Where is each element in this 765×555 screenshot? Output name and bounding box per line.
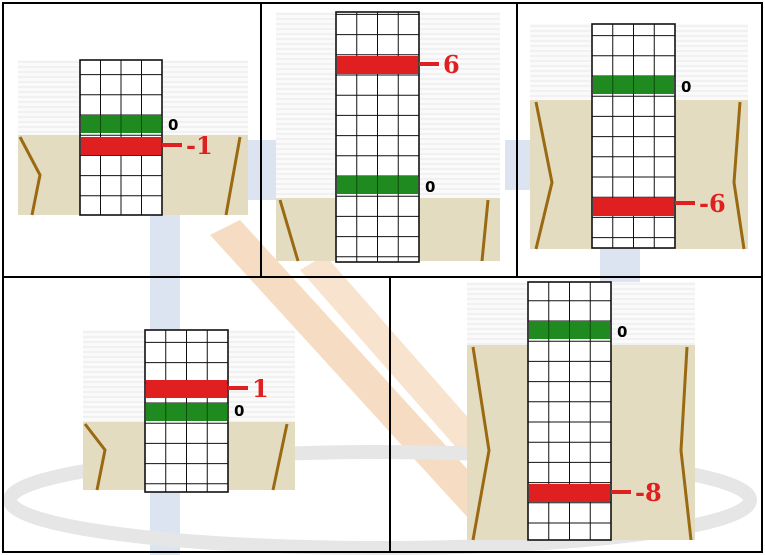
level-label: -8 (635, 478, 662, 507)
level-band (81, 137, 161, 155)
level-band (337, 56, 418, 74)
zero-label: 0 (234, 402, 244, 420)
panel-1: 0 -1 (18, 60, 248, 215)
level-label: -1 (186, 131, 213, 160)
level-label: -6 (699, 189, 726, 218)
zero-label: 0 (168, 116, 178, 134)
panel-5: 0 -8 (467, 282, 695, 540)
level-band (593, 198, 674, 216)
zero-label: 0 (681, 78, 691, 96)
panel-4: 01 (83, 330, 295, 492)
level-band (146, 380, 227, 398)
panel-2: 06 (276, 12, 500, 262)
level-band (529, 484, 610, 502)
zero-label: 0 (617, 323, 627, 341)
panel-3: 0 -6 (530, 24, 748, 249)
level-label: 6 (443, 50, 460, 79)
level-label: 1 (252, 374, 269, 403)
zero-label: 0 (425, 178, 435, 196)
